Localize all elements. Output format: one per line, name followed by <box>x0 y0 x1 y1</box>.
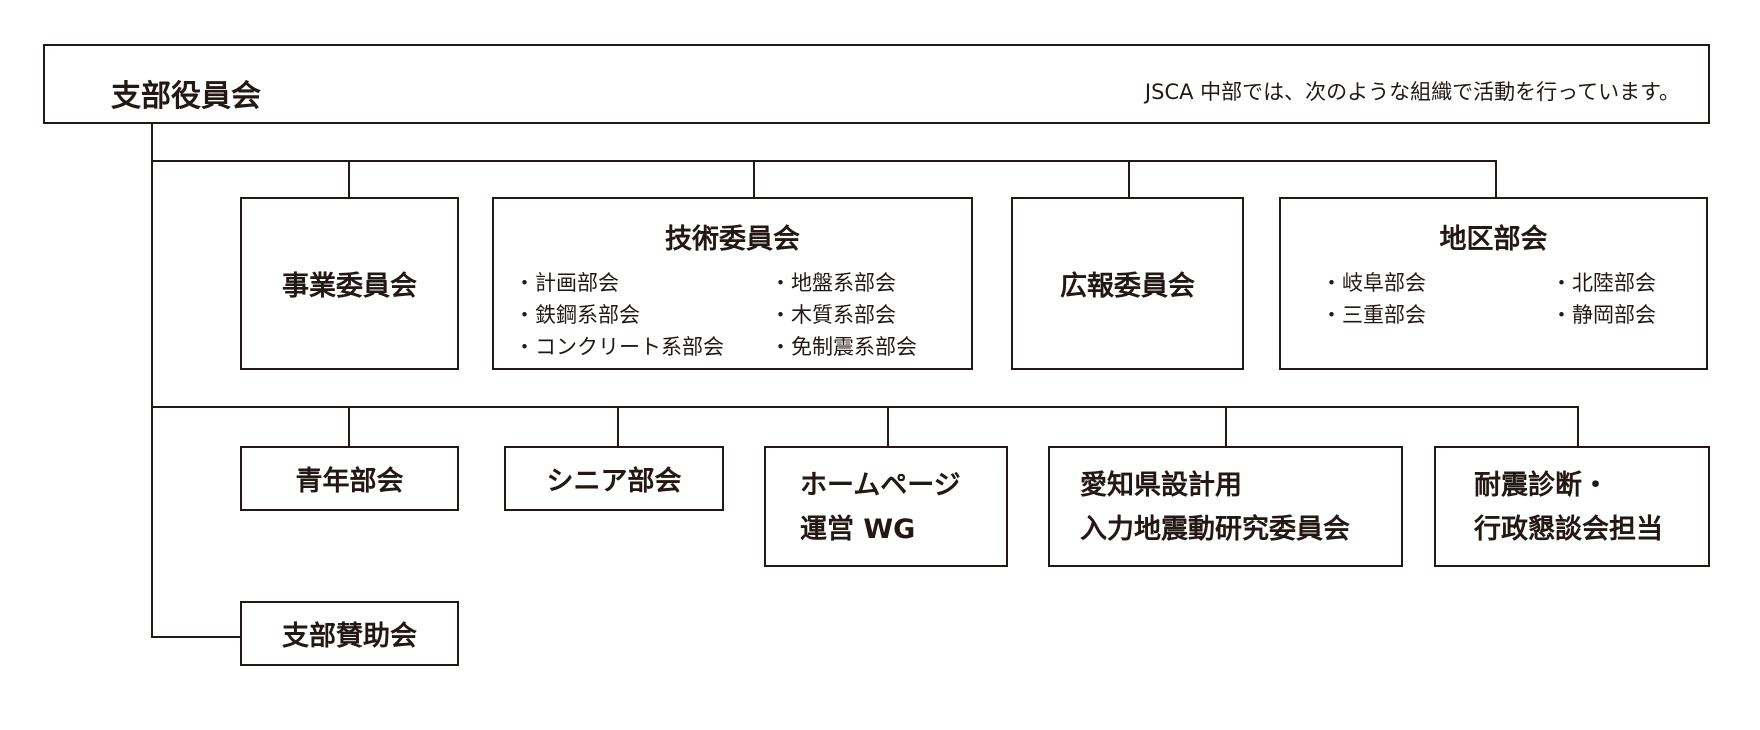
root-note: JSCA 中部では、次のような組織で活動を行っています。 <box>1144 80 1680 104</box>
row2-drop-homepage <box>887 406 889 446</box>
row2-drop-seinen <box>348 406 350 446</box>
label-taishin: 耐震診断・ 行政懇談会担当 <box>1474 464 1663 552</box>
label-aichi: 愛知県設計用 入力地震動研究委員会 <box>1080 464 1350 552</box>
label-homepage-line2: 運営 WG <box>800 514 916 545</box>
label-homepage: ホームページ 運営 WG <box>800 464 961 552</box>
gijutsu-item: ・木質系部会 <box>770 303 896 327</box>
label-aichi-line1: 愛知県設計用 <box>1080 470 1242 501</box>
row2-drop-aichi <box>1225 406 1227 446</box>
root-box: 支部役員会 JSCA 中部では、次のような組織で活動を行っています。 <box>43 44 1710 124</box>
box-senior: シニア部会 <box>504 446 724 511</box>
row1-drop-koho <box>1128 160 1130 197</box>
box-jigyo: 事業委員会 <box>240 197 459 370</box>
box-gijutsu: 技術委員会 ・計画部会 ・地盤系部会 ・鉄鋼系部会 ・木質系部会 ・コンクリート… <box>492 197 973 370</box>
gijutsu-item: ・計画部会 <box>514 271 619 295</box>
label-gijutsu: 技術委員会 <box>665 224 800 255</box>
box-aichi: 愛知県設計用 入力地震動研究委員会 <box>1048 446 1403 567</box>
row1-drop-jigyo <box>348 160 350 197</box>
row2-bus-line <box>151 406 1578 408</box>
label-aichi-line2: 入力地震動研究委員会 <box>1080 514 1350 545</box>
gijutsu-item: ・コンクリート系部会 <box>514 335 724 359</box>
label-homepage-line1: ホームページ <box>800 470 961 501</box>
box-homepage: ホームページ 運営 WG <box>764 446 1008 567</box>
box-sanjo: 支部賛助会 <box>240 601 459 666</box>
gijutsu-item: ・地盤系部会 <box>770 271 896 295</box>
trunk-line <box>151 122 153 636</box>
label-chiku: 地区部会 <box>1439 224 1548 255</box>
root-title: 支部役員会 <box>111 79 261 114</box>
row1-drop-gijutsu <box>753 160 755 197</box>
gijutsu-item: ・鉄鋼系部会 <box>514 303 640 327</box>
row2-drop-senior <box>617 406 619 446</box>
chiku-item: ・岐阜部会 <box>1321 271 1426 295</box>
row1-drop-chiku <box>1495 160 1497 197</box>
label-taishin-line2: 行政懇談会担当 <box>1474 514 1663 545</box>
box-chiku: 地区部会 ・岐阜部会 ・北陸部会 ・三重部会 ・静岡部会 <box>1279 197 1708 370</box>
label-taishin-line1: 耐震診断・ <box>1474 470 1609 501</box>
box-taishin: 耐震診断・ 行政懇談会担当 <box>1434 446 1710 567</box>
box-seinen: 青年部会 <box>240 446 459 511</box>
chiku-item: ・三重部会 <box>1321 303 1426 327</box>
label-senior: シニア部会 <box>546 466 682 497</box>
chiku-item: ・北陸部会 <box>1551 271 1656 295</box>
label-seinen: 青年部会 <box>295 466 404 497</box>
label-koho: 広報委員会 <box>1060 271 1195 302</box>
chiku-item: ・静岡部会 <box>1551 303 1656 327</box>
row2-drop-taishin <box>1577 406 1579 446</box>
label-sanjo: 支部賛助会 <box>282 621 417 652</box>
row1-bus-line <box>151 160 1496 162</box>
gijutsu-item: ・免制震系部会 <box>770 335 917 359</box>
label-jigyo: 事業委員会 <box>282 271 417 302</box>
row3-branch-line <box>151 636 241 638</box>
box-koho: 広報委員会 <box>1011 197 1244 370</box>
